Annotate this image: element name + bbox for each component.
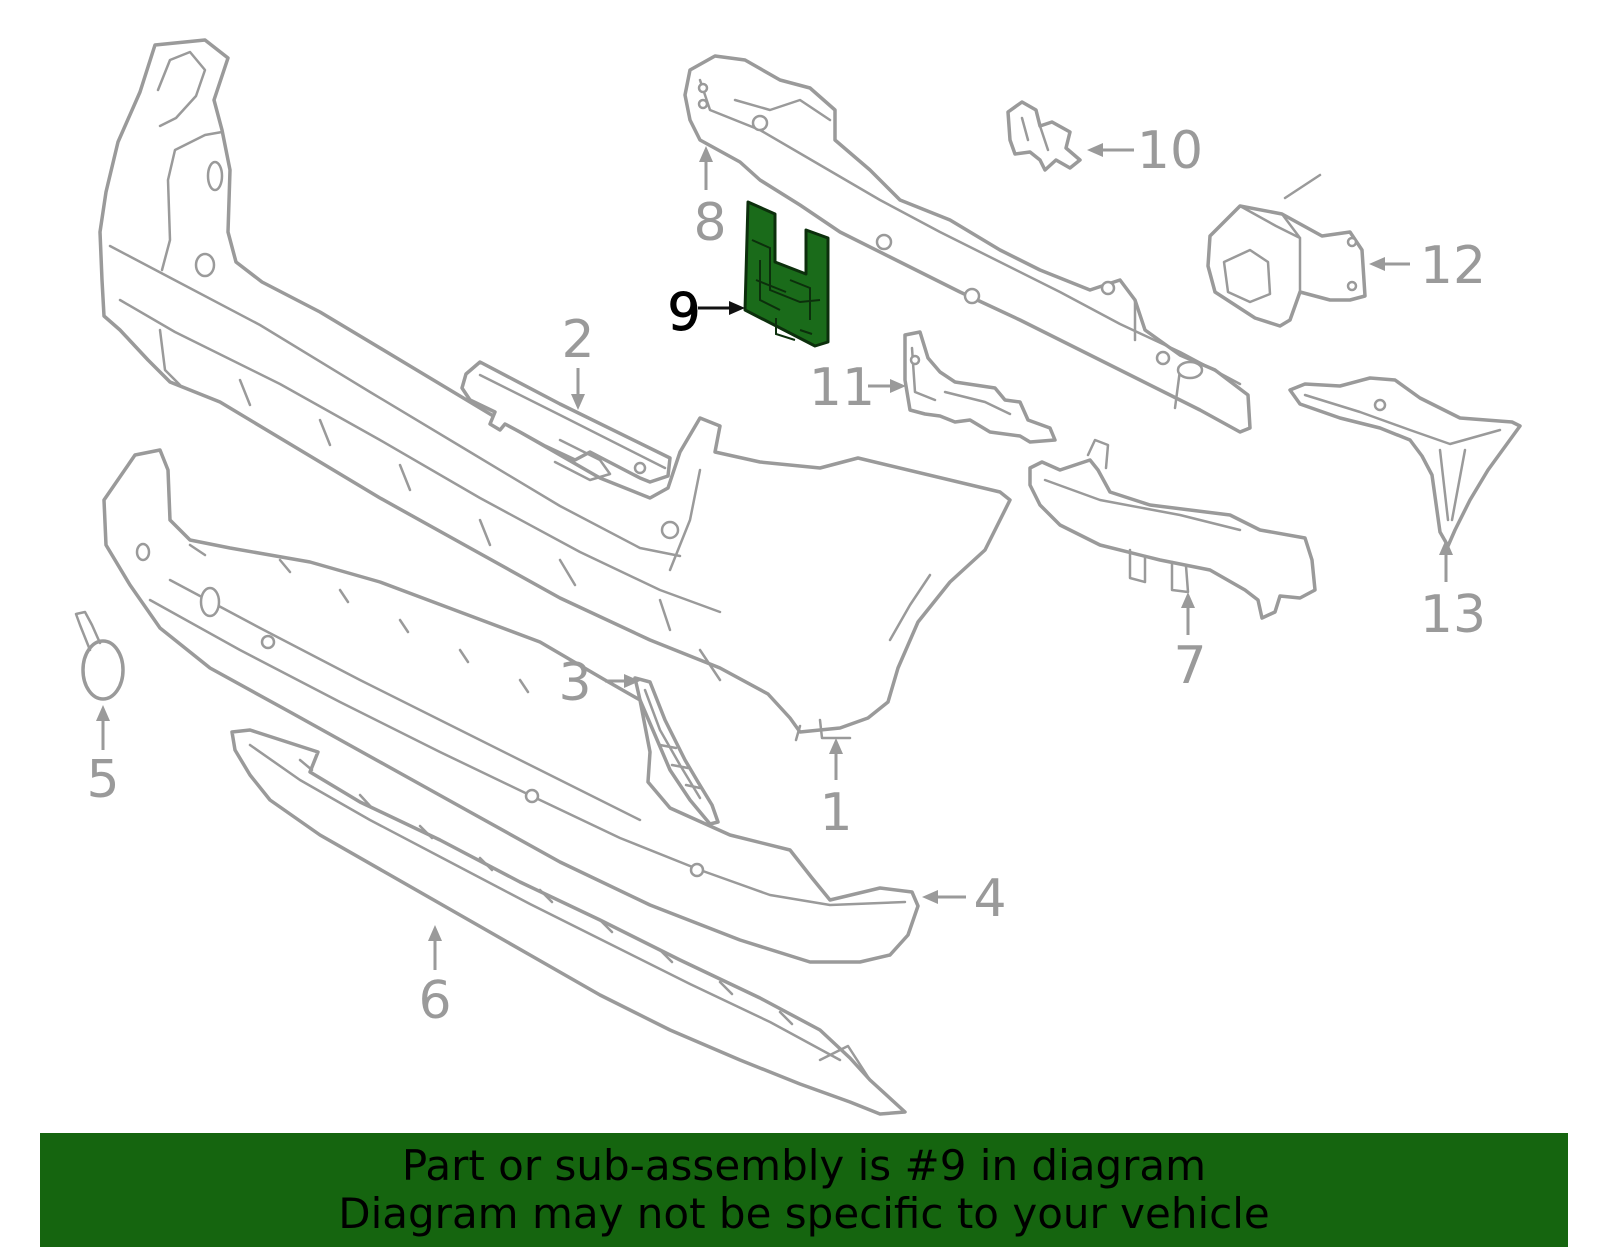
- part-3-side-bracket[interactable]: [633, 676, 720, 826]
- part-1-bumper-cover[interactable]: [98, 38, 1012, 742]
- banner-line-1: Part or sub-assembly is #9 in diagram: [401, 1141, 1207, 1190]
- part-8-beam[interactable]: [683, 54, 1252, 434]
- part-9-highlighted-panel[interactable]: [743, 200, 830, 348]
- callout-label-12: 12: [1420, 236, 1486, 296]
- callout-label-3: 3: [558, 653, 591, 713]
- banner-line-2: Diagram may not be specific to your vehi…: [338, 1189, 1270, 1238]
- callout-label-4: 4: [973, 869, 1006, 929]
- part-13-side-support[interactable]: [1288, 376, 1522, 548]
- part-10-clip[interactable]: [1006, 100, 1082, 172]
- part-5-tow-cap[interactable]: [74, 610, 125, 701]
- callout-11[interactable]: 11: [809, 358, 906, 418]
- part-6-lower-trim[interactable]: [230, 728, 907, 1116]
- callout-13[interactable]: 13: [1420, 539, 1486, 645]
- callout-label-7: 7: [1173, 636, 1206, 696]
- callout-3[interactable]: 3: [558, 653, 640, 713]
- callout-label-9: 9: [667, 283, 700, 343]
- callout-label-13: 13: [1420, 585, 1486, 645]
- part-2-bracket[interactable]: [460, 360, 672, 484]
- callout-5[interactable]: 5: [86, 705, 120, 810]
- callout-label-8: 8: [693, 193, 726, 253]
- callout-12[interactable]: 12: [1369, 236, 1486, 296]
- callout-label-5: 5: [86, 750, 119, 810]
- part-11-mount-bracket[interactable]: [903, 330, 1057, 444]
- callout-1[interactable]: 1: [819, 738, 853, 843]
- callout-label-11: 11: [809, 358, 875, 418]
- callout-10[interactable]: 10: [1087, 121, 1203, 181]
- callout-2[interactable]: 2: [561, 310, 595, 410]
- callout-label-2: 2: [561, 310, 594, 370]
- callout-9[interactable]: 9: [667, 283, 745, 344]
- info-banner: Part or sub-assembly is #9 in diagram Di…: [40, 1133, 1568, 1247]
- callout-6[interactable]: 6: [418, 925, 452, 1031]
- part-12-tow-receiver[interactable]: [1206, 173, 1367, 328]
- callout-4[interactable]: 4: [922, 869, 1007, 929]
- part-7-bracket[interactable]: [1028, 438, 1317, 620]
- callout-label-6: 6: [418, 971, 451, 1031]
- callout-7[interactable]: 7: [1173, 592, 1207, 696]
- callout-label-10: 10: [1137, 121, 1203, 181]
- callout-label-1: 1: [819, 783, 852, 843]
- part-4-lower-bumper[interactable]: [102, 448, 920, 964]
- callout-8[interactable]: 8: [693, 146, 727, 253]
